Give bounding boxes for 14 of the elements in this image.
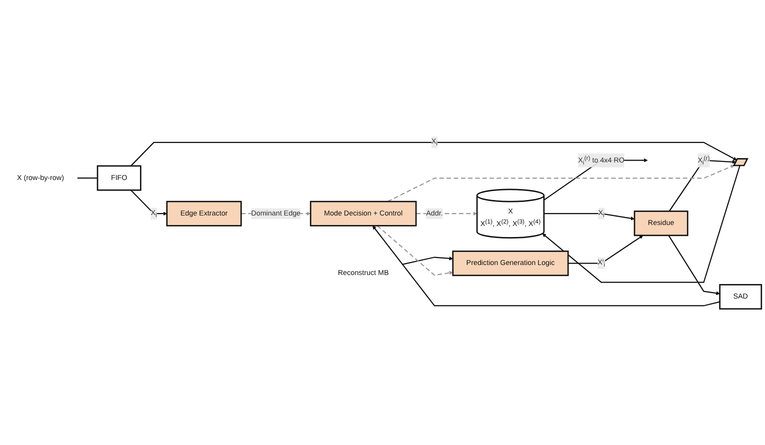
arrow [568, 235, 644, 264]
arrow [372, 225, 720, 306]
node-trapezoid [732, 158, 748, 166]
arrow [542, 165, 740, 283]
arrow [402, 256, 454, 265]
arrow [544, 212, 635, 220]
arrow [130, 142, 738, 166]
arrow [416, 211, 478, 216]
connector [77, 177, 98, 178]
arrow [668, 160, 736, 212]
arrow [376, 225, 454, 276]
arrow [668, 234, 720, 295]
arrow [130, 189, 168, 216]
arrow [387, 164, 735, 202]
